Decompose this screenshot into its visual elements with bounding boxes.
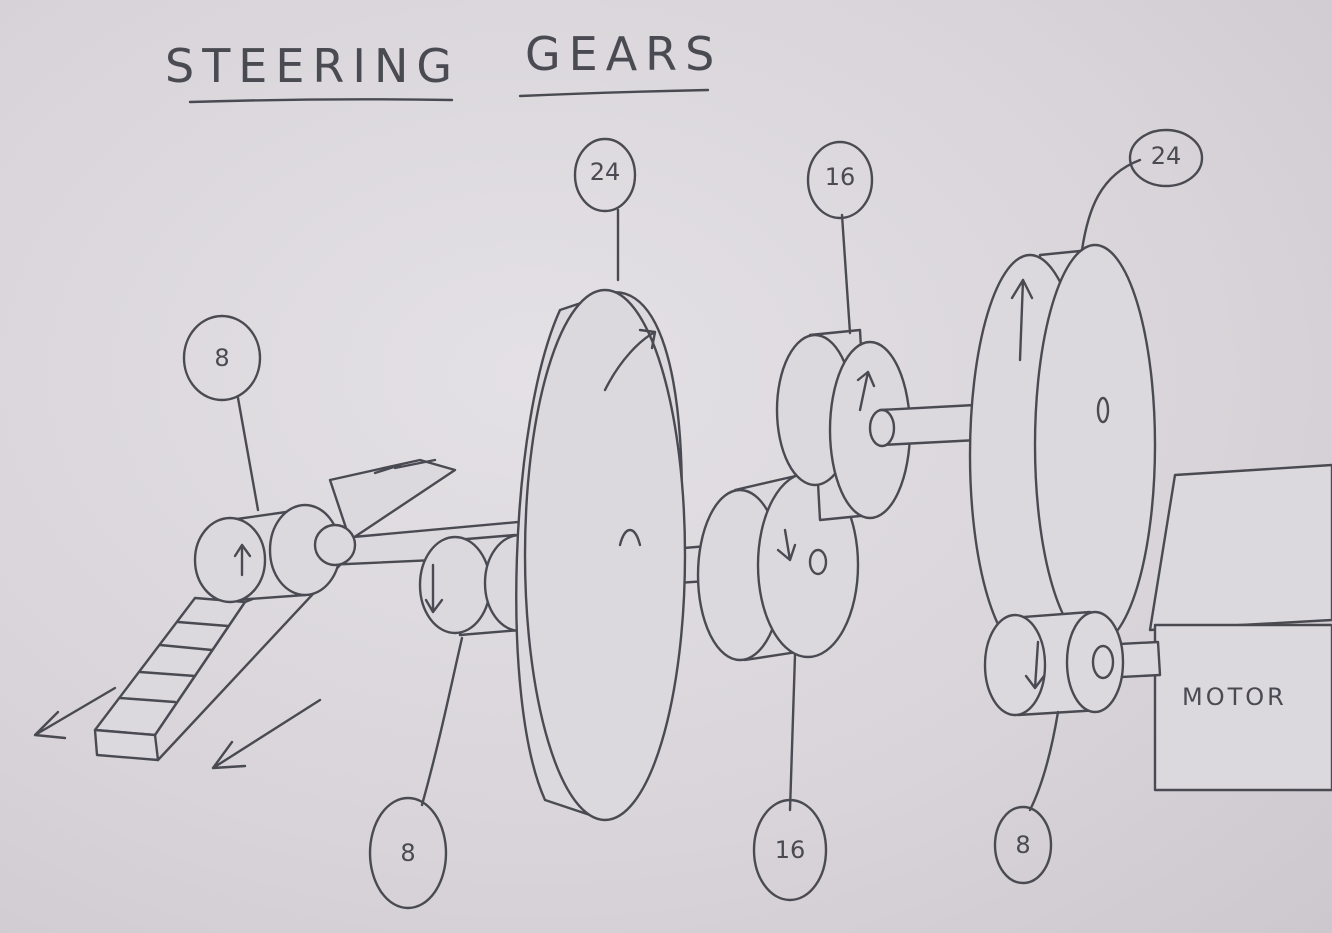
large-gear bbox=[515, 288, 687, 822]
title-underline-1 bbox=[188, 98, 454, 104]
motor-label: MOTOR bbox=[1182, 683, 1287, 711]
title-word-2: GEARS bbox=[525, 27, 722, 81]
motor-body bbox=[1153, 623, 1332, 792]
lower-mid-arrow bbox=[776, 528, 797, 562]
large-gear-arrow bbox=[603, 328, 657, 392]
svg-text:16: 16 bbox=[775, 836, 806, 864]
svg-text:16: 16 bbox=[825, 163, 856, 191]
svg-text:8: 8 bbox=[1015, 831, 1030, 859]
motor: MOTOR bbox=[1148, 463, 1332, 792]
motor-gear-hub bbox=[1096, 396, 1110, 424]
svg-text:8: 8 bbox=[400, 839, 415, 867]
svg-text:24: 24 bbox=[1151, 142, 1182, 170]
rack-upper bbox=[328, 458, 457, 542]
motor-pinion-arrow bbox=[1024, 640, 1046, 690]
title-underline-2 bbox=[518, 88, 710, 98]
leader-lines bbox=[236, 158, 1142, 812]
rack-lower-teeth bbox=[118, 620, 230, 704]
rack-upper-teeth bbox=[373, 458, 437, 475]
rack bbox=[33, 458, 457, 770]
tag-motor-gear: 24 bbox=[1128, 128, 1204, 188]
arrow-right bbox=[211, 698, 322, 770]
svg-text:24: 24 bbox=[590, 158, 621, 186]
tag-large-gear: 24 bbox=[573, 137, 637, 213]
motor-gear bbox=[968, 243, 1157, 662]
tag-motor-pinion: 8 bbox=[993, 805, 1053, 885]
motor-pinion-gear bbox=[983, 610, 1125, 717]
title-word-1: STEERING bbox=[165, 39, 460, 93]
tag-top-small: 16 bbox=[806, 140, 874, 220]
title: STEERING GEARS bbox=[165, 27, 722, 104]
lower-left-arrow-down bbox=[424, 563, 444, 614]
large-gear-hub bbox=[618, 528, 642, 547]
top-small-gear bbox=[775, 328, 912, 522]
lower-mid-hub bbox=[808, 548, 828, 576]
arrow-left bbox=[33, 686, 117, 740]
tag-rack-pinion: 8 bbox=[182, 314, 262, 402]
svg-text:8: 8 bbox=[214, 344, 229, 372]
tag-lower-mid: 16 bbox=[752, 798, 828, 902]
top-small-arrow bbox=[856, 370, 876, 412]
motor-gear-arrow bbox=[1010, 278, 1034, 362]
tag-lower-left: 8 bbox=[368, 796, 448, 910]
rack-pinion-gear bbox=[193, 503, 357, 604]
rack-lower-end bbox=[93, 728, 160, 762]
rack-pinion-arrow-up bbox=[233, 543, 252, 577]
